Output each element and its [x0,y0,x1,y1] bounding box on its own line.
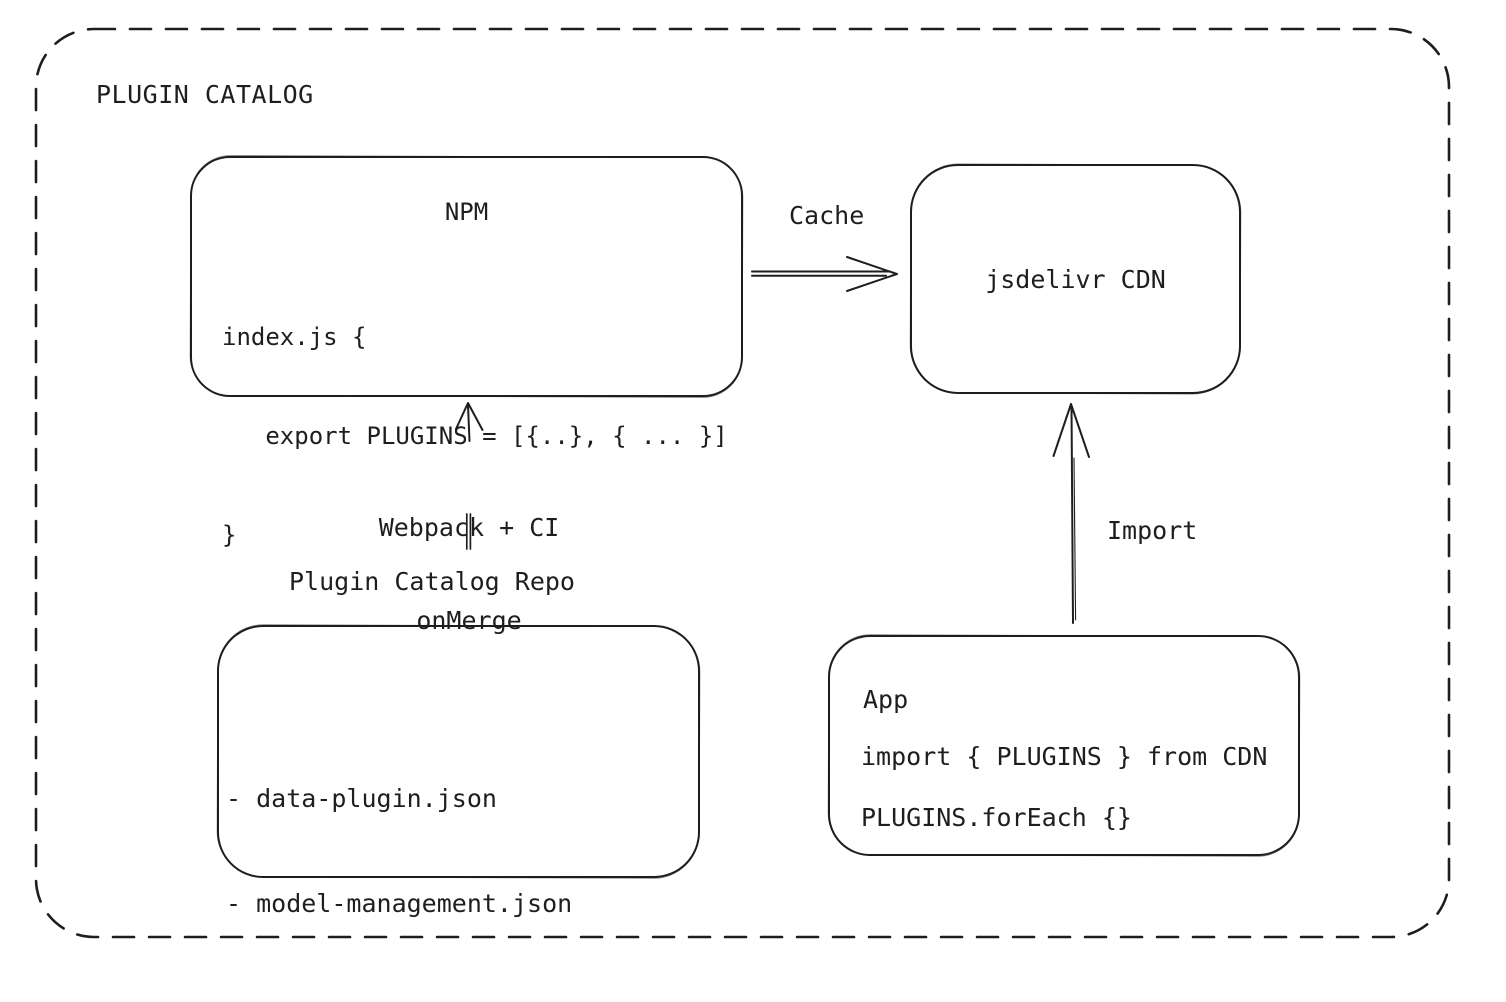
build-edge-label-line-1: Webpack + CI [378,513,560,542]
app-code-line-2: PLUGINS.forEach {} [861,803,1132,832]
npm-code-line-1: index.js { [222,323,367,351]
diagram-title: PLUGIN CATALOG [96,80,314,109]
npm-node-title: NPM [444,198,489,226]
cache-arrow [751,256,898,292]
repo-file-item-1: - data-plugin.json [226,784,497,813]
app-node-title: App [863,685,909,714]
repo-node: - data-plugin.json - model-management.js… [217,625,700,1002]
npm-code-line-2: export PLUGINS = [{..}, { ... }] [222,422,728,450]
cdn-node-label: jsdelivr CDN [985,264,1166,294]
app-node: App import { PLUGINS } from CDN PLUGINS.… [828,635,1300,856]
repo-file-item-3: ... [226,991,572,1002]
repo-file-list: - data-plugin.json - model-management.js… [226,711,572,1002]
app-code-line-1: import { PLUGINS } from CDN [861,742,1268,771]
import-edge-label: Import [1107,516,1198,545]
cache-edge-label: Cache [789,201,865,230]
npm-node: NPM index.js { export PLUGINS = [{..}, {… [190,156,743,549]
npm-code-line-3: } [222,521,237,549]
repo-file-item-2: - model-management.json [226,889,573,918]
npm-code-block: index.js { export PLUGINS = [{..}, { ...… [222,255,728,618]
import-arrow [1052,403,1090,624]
cdn-node: jsdelivr CDN [910,164,1241,394]
repo-node-title: Plugin Catalog Repo [289,567,575,596]
